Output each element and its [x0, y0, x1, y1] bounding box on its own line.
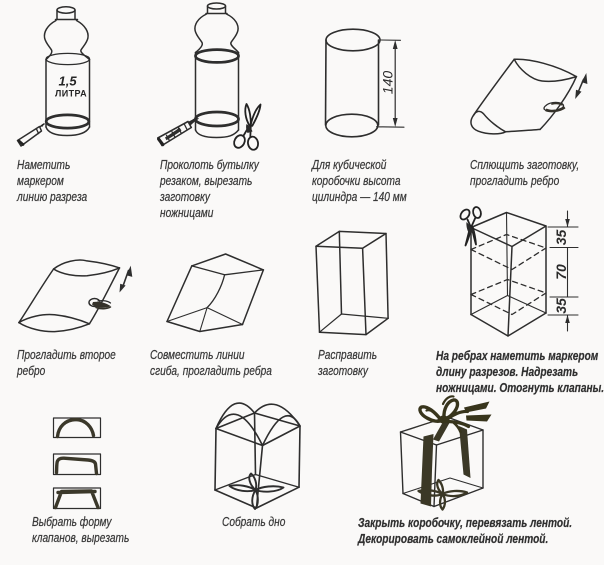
svg-text:70: 70 — [553, 264, 569, 280]
svg-text:ЛИТРА: ЛИТРА — [55, 89, 87, 99]
svg-text:35: 35 — [553, 230, 569, 246]
svg-text:140: 140 — [380, 71, 396, 95]
svg-text:1,5: 1,5 — [59, 74, 78, 89]
svg-text:35: 35 — [553, 298, 569, 314]
